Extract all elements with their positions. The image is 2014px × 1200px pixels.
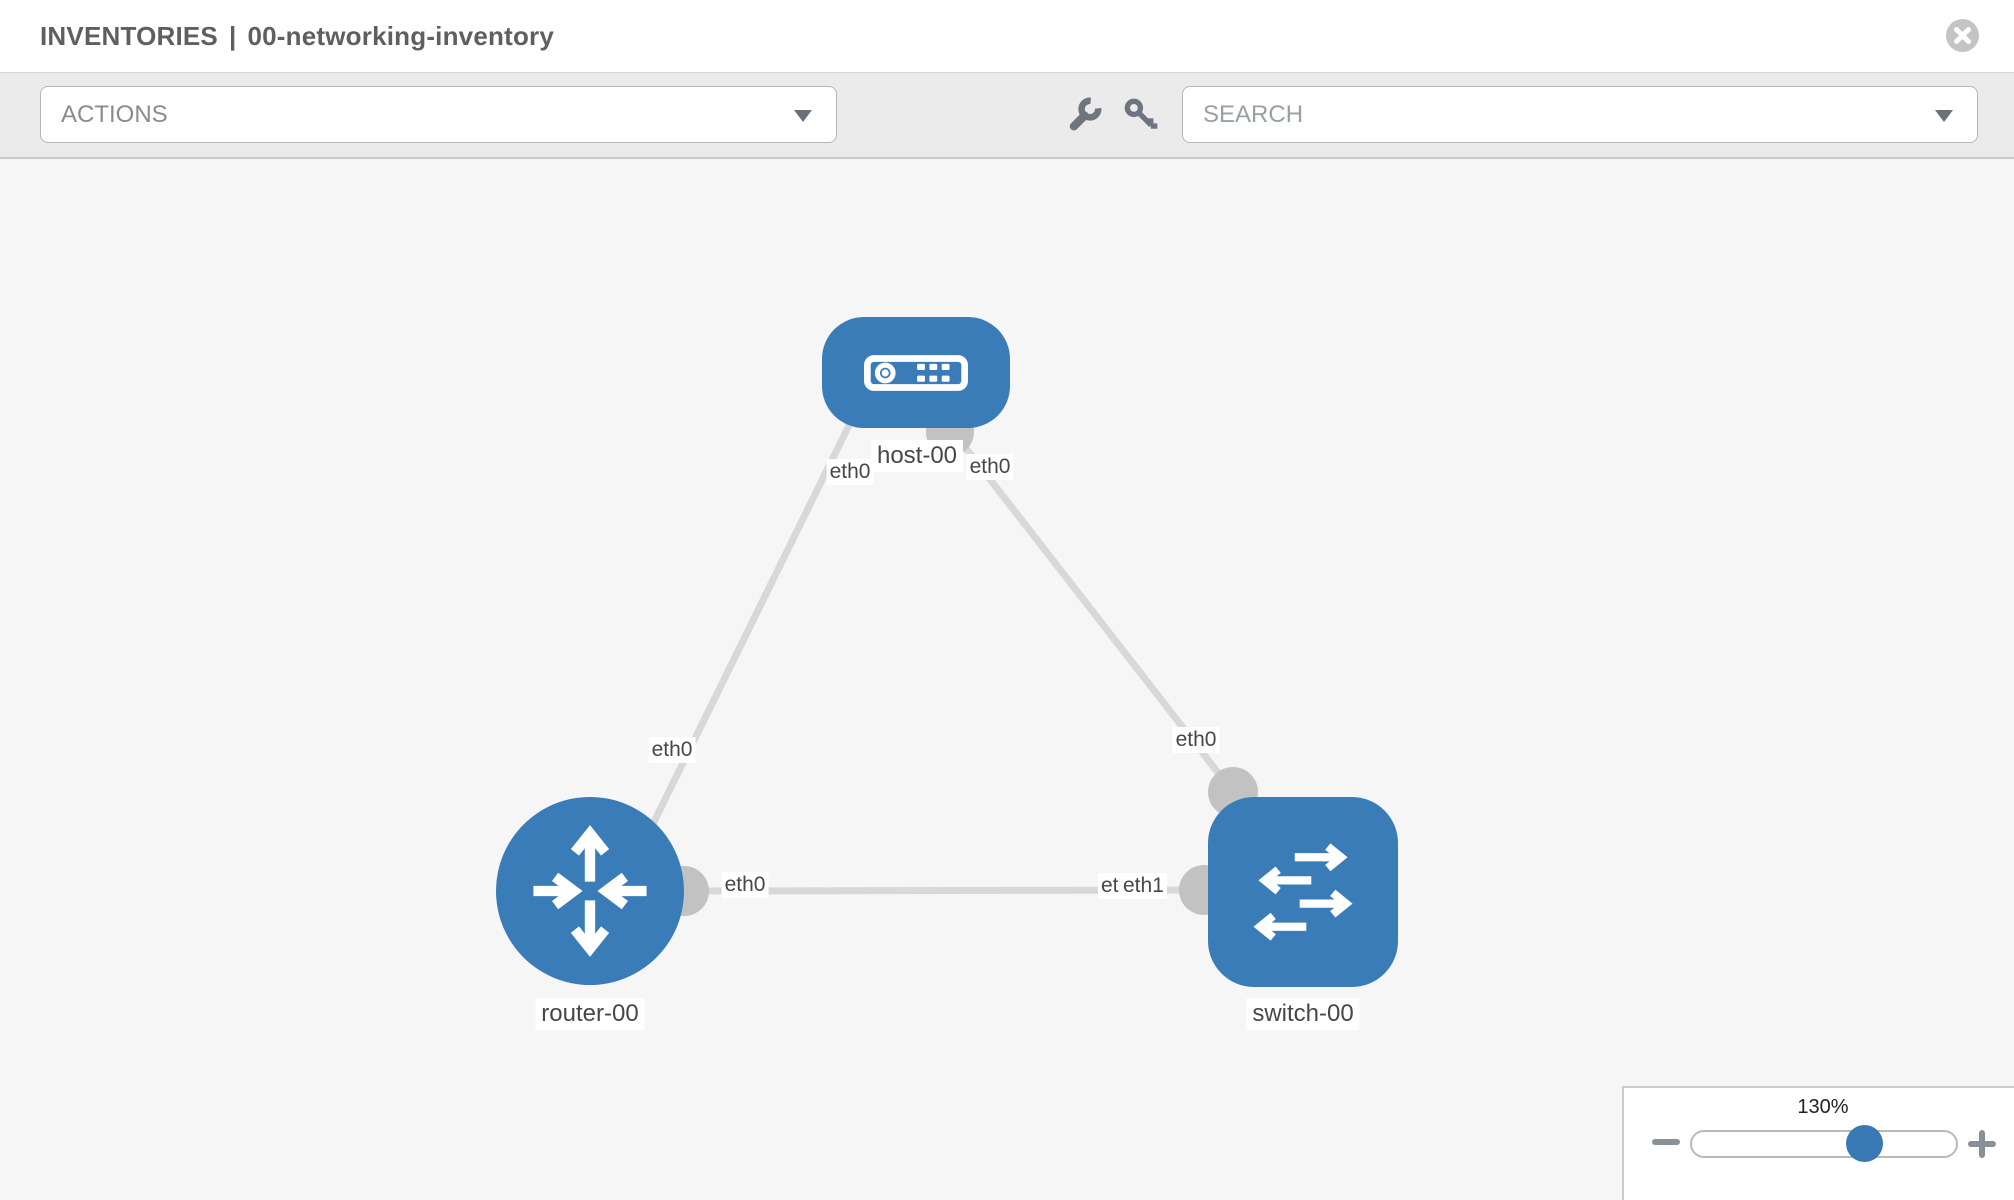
zoom-slider-track[interactable] (1690, 1130, 1958, 1158)
zoom-out-button[interactable] (1652, 1139, 1680, 1145)
actions-dropdown[interactable]: ACTIONS (40, 86, 837, 143)
key-icon (1124, 98, 1158, 129)
if-label-router-eth0-uplink: eth0 (648, 737, 696, 763)
host-icon (864, 354, 968, 391)
plus-icon (1979, 1130, 1985, 1158)
zoom-in-button[interactable] (1968, 1130, 1996, 1158)
breadcrumb-separator: | (228, 20, 237, 51)
search-dropdown[interactable]: SEARCH (1182, 86, 1978, 143)
if-label-switch-eth1: eth1 (1120, 873, 1167, 899)
zoom-level-value: 130% (1797, 1096, 1849, 1118)
configure-button[interactable] (1062, 93, 1106, 137)
chevron-down-icon (1935, 109, 1953, 122)
node-label-host: host-00 (870, 440, 964, 472)
close-button[interactable] (1946, 19, 1979, 52)
chevron-down-icon (794, 109, 812, 122)
actions-dropdown-label: ACTIONS (61, 100, 168, 128)
zoom-slider-handle[interactable] (1846, 1125, 1883, 1162)
router-icon (533, 825, 647, 957)
node-host-00[interactable] (822, 317, 1010, 428)
search-dropdown-label: SEARCH (1203, 100, 1304, 128)
if-label-switch-eth0-uplink: eth0 (1172, 727, 1220, 753)
page-title: INVENTORIES | 00-networking-inventory (40, 21, 554, 52)
topology-links-layer (646, 405, 1258, 916)
inventory-name: 00-networking-inventory (247, 20, 555, 51)
node-label-router: router-00 (535, 998, 645, 1030)
node-switch-00[interactable] (1208, 797, 1398, 987)
wrench-icon (1069, 97, 1102, 131)
switch-icon (1253, 843, 1353, 941)
toolbar: ACTIONS SEARCH (0, 73, 2014, 159)
topology-canvas[interactable]: host-00 router-00 switch-00 eth0 eth0 et… (0, 159, 2014, 1200)
zoom-control-panel: 130% (1622, 1086, 2014, 1200)
breadcrumb-section: INVENTORIES (40, 20, 218, 51)
header-bar: INVENTORIES | 00-networking-inventory (0, 0, 2014, 73)
credentials-button[interactable] (1119, 93, 1163, 137)
if-label-router-eth0-horizontal: eth0 (721, 872, 769, 898)
close-icon (1954, 27, 1971, 44)
if-label-host-eth0-left: eth0 (826, 459, 874, 485)
node-label-switch: switch-00 (1246, 998, 1360, 1030)
if-label-host-eth0-right: eth0 (966, 454, 1014, 480)
node-router-00[interactable] (496, 797, 684, 985)
